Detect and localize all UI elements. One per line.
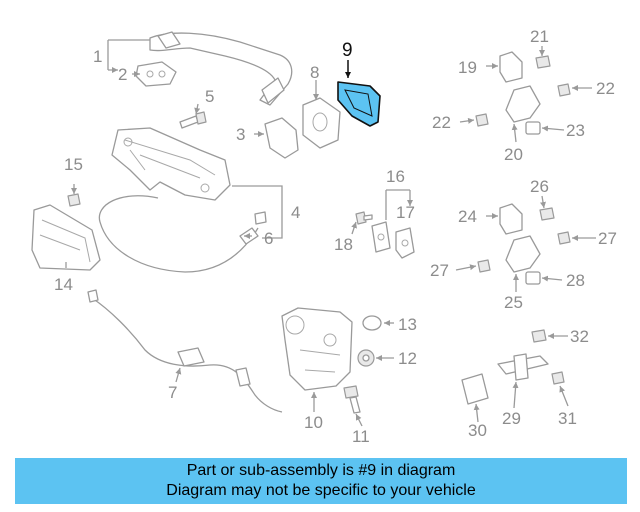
part-24-hinge — [499, 203, 523, 235]
callout-14: 14 — [54, 275, 73, 294]
part-11-screw — [343, 385, 361, 414]
part-13-cap — [362, 315, 382, 331]
part-1-outside-handle — [149, 31, 293, 106]
callout-5: 5 — [205, 87, 214, 106]
part-16-bracket — [371, 221, 391, 253]
part-29-check-strap — [497, 353, 549, 381]
callout-2: 2 — [118, 65, 127, 84]
callout-17: 17 — [396, 203, 415, 222]
callout-11: 11 — [352, 427, 370, 446]
banner-line-2: Diagram may not be specific to your vehi… — [166, 482, 476, 499]
callout-7: 7 — [168, 383, 177, 402]
callout-16: 16 — [386, 167, 405, 186]
part-17-plate — [395, 227, 415, 259]
part-14-inside-handle — [31, 204, 101, 271]
callout-27b: 27 — [430, 261, 449, 280]
part-22-bolt-b — [475, 113, 489, 127]
callout-28: 28 — [566, 271, 585, 290]
callout-9: 9 — [342, 40, 353, 61]
callout-13: 13 — [398, 315, 417, 334]
callout-10: 10 — [304, 413, 323, 432]
callout-22b: 22 — [432, 113, 451, 132]
part-31-bolt — [551, 371, 565, 385]
callout-26: 26 — [530, 177, 549, 196]
callout-4: 4 — [291, 203, 300, 222]
info-banner: Part or sub-assembly is #9 in diagram Di… — [15, 458, 627, 504]
part-30-bracket — [461, 373, 489, 405]
part-2-gasket — [135, 61, 177, 87]
part-3-bezel — [264, 117, 299, 159]
part-19-hinge — [499, 51, 523, 83]
part-15-clip — [67, 193, 81, 207]
callout-32: 32 — [570, 327, 589, 346]
banner-line-1: Part or sub-assembly is #9 in diagram — [186, 462, 456, 479]
part-21-bolt — [535, 55, 551, 69]
callout-labels: 1 2 3 4 5 6 7 8 9 10 11 12 13 14 15 16 1… — [54, 27, 617, 446]
part-9-highlighted — [337, 81, 381, 127]
callout-21: 21 — [530, 27, 549, 46]
callout-6: 6 — [264, 229, 273, 248]
callout-3: 3 — [236, 125, 245, 144]
callout-1: 1 — [93, 47, 102, 66]
part-23-plug — [525, 121, 541, 135]
leader-lines — [65, 39, 596, 427]
callout-18: 18 — [334, 235, 353, 254]
callout-19: 19 — [458, 58, 477, 77]
part-12-nut — [357, 349, 375, 367]
part-27-bolt-a — [557, 231, 571, 245]
callout-31: 31 — [558, 409, 577, 428]
callout-15: 15 — [64, 155, 83, 174]
part-10-door-latch — [281, 307, 353, 391]
part-20-hinge — [505, 85, 541, 123]
callout-20: 20 — [504, 145, 523, 164]
callout-30: 30 — [468, 421, 487, 440]
part-28-plug — [525, 271, 541, 285]
callout-8: 8 — [310, 63, 319, 82]
callout-25: 25 — [504, 293, 523, 312]
callout-29: 29 — [502, 409, 521, 428]
part-4-latch-assembly — [111, 127, 231, 201]
part-32-bolt — [531, 329, 547, 343]
callout-27a: 27 — [598, 229, 617, 248]
part-8-bracket — [302, 97, 341, 149]
callout-23: 23 — [566, 121, 585, 140]
part-18-bolt — [355, 211, 373, 225]
part-5-screw — [179, 111, 207, 129]
part-25-hinge — [505, 235, 541, 273]
parts-diagram: 1 2 3 4 5 6 7 8 9 10 11 12 13 14 15 16 1… — [31, 27, 617, 446]
callout-22a: 22 — [596, 79, 615, 98]
callout-24: 24 — [458, 207, 477, 226]
part-7-cable — [87, 289, 283, 413]
part-22-bolt-a — [557, 83, 571, 97]
part-27-bolt-b — [477, 259, 491, 273]
part-26-bolt — [539, 207, 555, 221]
part-6-cable — [98, 195, 267, 273]
callout-12: 12 — [398, 349, 417, 368]
